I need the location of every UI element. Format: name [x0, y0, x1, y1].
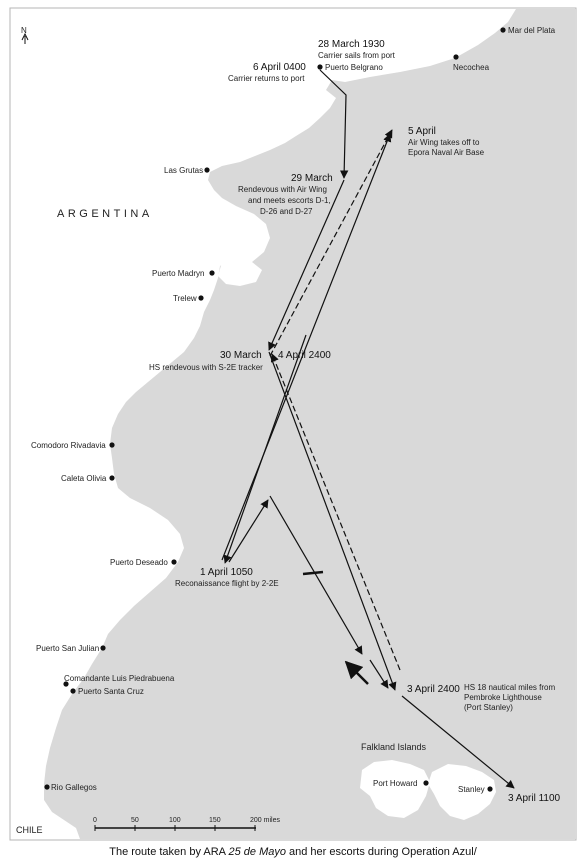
svg-text:29 March: 29 March: [291, 173, 333, 184]
svg-text:4 April 2400: 4 April 2400: [278, 350, 331, 361]
svg-text:Epora Naval Air Base: Epora Naval Air Base: [408, 148, 485, 157]
place-comandante-luis-piedrabuena: Comandante Luis Piedrabuena: [64, 674, 175, 683]
scale-tick-50: 50: [131, 817, 139, 824]
svg-text:Reconaissance flight by 2-2E: Reconaissance flight by 2-2E: [175, 579, 279, 588]
event-6-april: 6 April 0400 Carrier returns to port: [228, 62, 306, 83]
place-las-grutas: Las Grutas: [164, 166, 203, 175]
event-28-march: 28 March 1930 Carrier sails from port: [318, 39, 396, 60]
event-1-april: 1 April 1050 Reconaissance flight by 2-2…: [175, 567, 279, 588]
chile-land: [11, 818, 78, 839]
place-trelew: Trelew: [173, 294, 197, 303]
event-3-april-1100: 3 April 1100: [508, 793, 561, 804]
scale-tick-0: 0: [93, 817, 97, 824]
svg-text:5 April: 5 April: [408, 126, 436, 137]
svg-text:Carrier returns to port: Carrier returns to port: [228, 74, 305, 83]
place-rio-gallegos: Rio Gallegos: [51, 783, 97, 792]
svg-text:D-26 and D-27: D-26 and D-27: [260, 207, 313, 216]
svg-text:28 March 1930: 28 March 1930: [318, 39, 385, 50]
place-stanley: Stanley: [458, 785, 485, 794]
mainland-argentina: [11, 9, 516, 839]
svg-text:6 April 0400: 6 April 0400: [253, 62, 306, 73]
peninsula-valdes: [218, 256, 262, 286]
event-30-march: 30 March HS rendevous with S-2E tracker: [149, 350, 263, 372]
event-5-april: 5 April Air Wing takes off to Epora Nava…: [408, 126, 485, 157]
falkland-islands-label: Falkland Islands: [361, 742, 427, 752]
scale-tick-150: 150: [209, 817, 221, 824]
svg-text:HS 18 nautical miles from: HS 18 nautical miles from: [464, 683, 555, 692]
svg-text:1 April 1050: 1 April 1050: [200, 567, 253, 578]
north-arrow: N: [21, 26, 29, 44]
scale-tick-100: 100: [169, 817, 181, 824]
svg-text:Air Wing takes off to: Air Wing takes off to: [408, 138, 480, 147]
east-falkland: [428, 764, 496, 820]
place-dots: [44, 27, 506, 792]
west-falkland: [360, 760, 430, 818]
event-3-april-2400: 3 April 2400 HS 18 nautical miles from P…: [407, 683, 555, 712]
svg-text:Pembroke Lighthouse: Pembroke Lighthouse: [464, 693, 542, 702]
route-lines: [221, 69, 515, 789]
caption-after: and her escorts during Operation Azul/: [285, 846, 477, 858]
caption-before: The route taken by ARA: [109, 846, 229, 858]
svg-text:3 April 1100: 3 April 1100: [508, 793, 561, 804]
place-puerto-belgrano: Puerto Belgrano: [325, 63, 383, 72]
map-caption: The route taken by ARA 25 de Mayo and he…: [0, 846, 586, 858]
scale-tick-200: 200 miles: [250, 817, 280, 824]
scale-bar: 0 50 100 150 200 miles: [93, 817, 280, 831]
svg-text:3 April 2400: 3 April 2400: [407, 684, 460, 695]
country-chile: CHILE: [16, 825, 43, 835]
place-puerto-san-julian: Puerto San Julian: [36, 644, 99, 653]
place-port-howard: Port Howard: [373, 779, 417, 788]
svg-text:HS rendevous with S-2E tracker: HS rendevous with S-2E tracker: [149, 363, 263, 372]
svg-text:30 March: 30 March: [220, 350, 262, 361]
place-mar-del-plata: Mar del Plata: [508, 26, 556, 35]
north-label: N: [21, 26, 27, 35]
place-caleta-olivia: Caleta Olivia: [61, 474, 107, 483]
svg-text:and meets escorts D-1,: and meets escorts D-1,: [248, 196, 331, 205]
svg-text:(Port Stanley): (Port Stanley): [464, 703, 513, 712]
place-puerto-santa-cruz: Puerto Santa Cruz: [78, 687, 144, 696]
svg-text:Rendevous with Air Wing: Rendevous with Air Wing: [238, 185, 327, 194]
country-argentina: ARGENTINA: [57, 208, 153, 220]
event-29-march: 29 March Rendevous with Air Wing and mee…: [238, 173, 333, 216]
place-comodoro-rivadavia: Comodoro Rivadavia: [31, 441, 106, 450]
svg-text:Carrier sails from port: Carrier sails from port: [318, 51, 396, 60]
caption-ship-name: 25 de Mayo: [228, 846, 286, 858]
place-puerto-deseado: Puerto Deseado: [110, 558, 168, 567]
event-4-april: 4 April 2400: [278, 350, 331, 361]
place-puerto-madryn: Puerto Madryn: [152, 269, 204, 278]
place-necochea: Necochea: [453, 63, 490, 72]
